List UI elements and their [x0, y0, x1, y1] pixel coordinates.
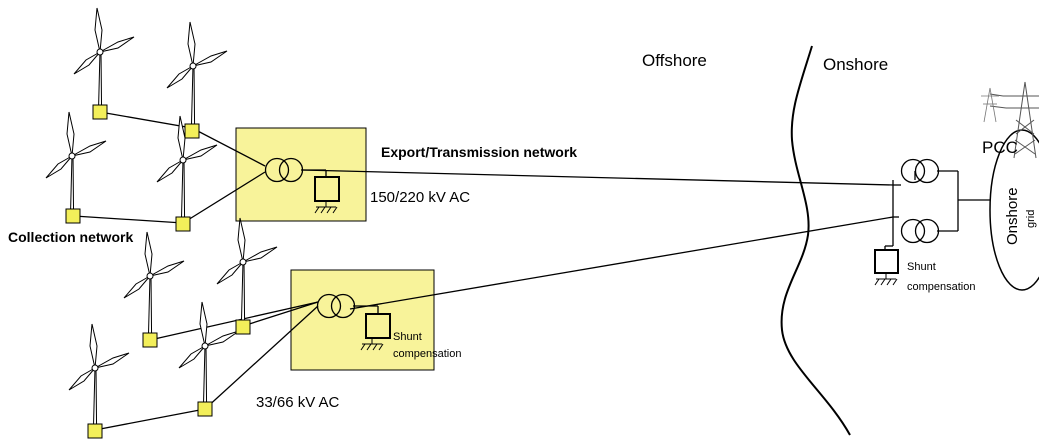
wind-turbine-icon [123, 231, 185, 339]
grid-label: grid [1025, 210, 1037, 228]
shunt-reactor-icon [365, 313, 391, 339]
wind-turbine-icon [216, 217, 278, 325]
onshore-grid-label: Onshore [1004, 187, 1021, 245]
coastline [780, 45, 851, 436]
pcc-label: PCC [982, 138, 1018, 157]
compensation-label-offshore: compensation [393, 348, 462, 360]
wind-turbine-icon [73, 7, 135, 115]
wind-turbine-icon [178, 301, 240, 409]
wind-turbine-icon [45, 111, 107, 219]
offshore-substation-lower [290, 269, 435, 371]
shunt-label-offshore: Shunt [393, 331, 422, 343]
ground-icon [874, 272, 898, 286]
onshore-substation [884, 158, 990, 250]
export-network-label: Export/Transmission network [381, 144, 577, 160]
mv-voltage-label: 33/66 kV AC [256, 394, 340, 411]
offshore-label: Offshore [642, 51, 707, 70]
compensation-label-onshore: compensation [907, 281, 976, 293]
export-cables [301, 169, 894, 310]
transmission-tower-icon [989, 81, 1039, 159]
wind-turbine-icon [166, 21, 228, 129]
hv-voltage-label: 150/220 kV AC [370, 189, 470, 206]
onshore-label: Onshore [823, 55, 888, 74]
turbine-bases [65, 104, 251, 439]
shunt-label-onshore: Shunt [907, 261, 936, 273]
collection-network-label: Collection network [8, 229, 133, 245]
wind-turbine-icon [68, 323, 130, 431]
onshore-grid [989, 129, 1039, 291]
shunt-reactor-icon [314, 176, 340, 202]
transmission-tower-icon [981, 87, 999, 123]
shunt-reactor-icon [874, 249, 899, 274]
